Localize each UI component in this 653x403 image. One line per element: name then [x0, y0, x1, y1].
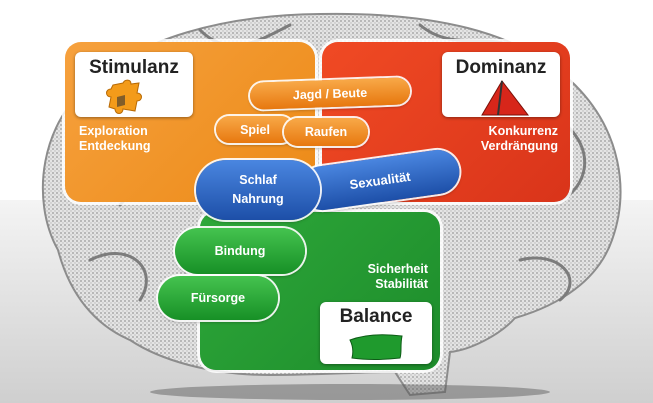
balance-line2: Stabilität [375, 277, 428, 291]
pill-fuersorge: Fürsorge [158, 276, 278, 320]
balance-card: Balance [320, 302, 432, 364]
pill-nahrung-label: Nahrung [232, 192, 284, 206]
dominanz-line2: Verdrängung [480, 139, 558, 153]
stimulanz-line1: Exploration [79, 124, 148, 138]
balance-title: Balance [339, 306, 413, 327]
pennant-icon [481, 80, 530, 116]
stimulanz-title: Stimulanz [89, 57, 179, 78]
stimulanz-text: Exploration Entdeckung [79, 124, 151, 154]
pill-schlaf-nahrung: Schlaf Nahrung [196, 160, 320, 220]
balance-line1: Sicherheit [367, 262, 428, 276]
pill-spiel: Spiel [216, 116, 294, 143]
balance-text: Sicherheit Stabilität [368, 262, 428, 292]
dominanz-line1: Konkurrenz [488, 124, 558, 138]
pill-bindung: Bindung [175, 228, 305, 274]
dominanz-card: Dominanz [442, 52, 560, 117]
pillow-icon [349, 334, 403, 360]
puzzle-piece-icon [106, 79, 142, 114]
pill-schlaf-label: Schlaf [239, 173, 277, 187]
stimulanz-line2: Entdeckung [79, 139, 151, 153]
dominanz-title: Dominanz [455, 57, 547, 78]
pill-jagd-beute: Jagd / Beute [249, 77, 411, 110]
stimulanz-card: Stimulanz [75, 52, 193, 117]
pill-raufen: Raufen [284, 118, 368, 146]
dominanz-text: Konkurrenz Verdrängung [481, 124, 558, 154]
